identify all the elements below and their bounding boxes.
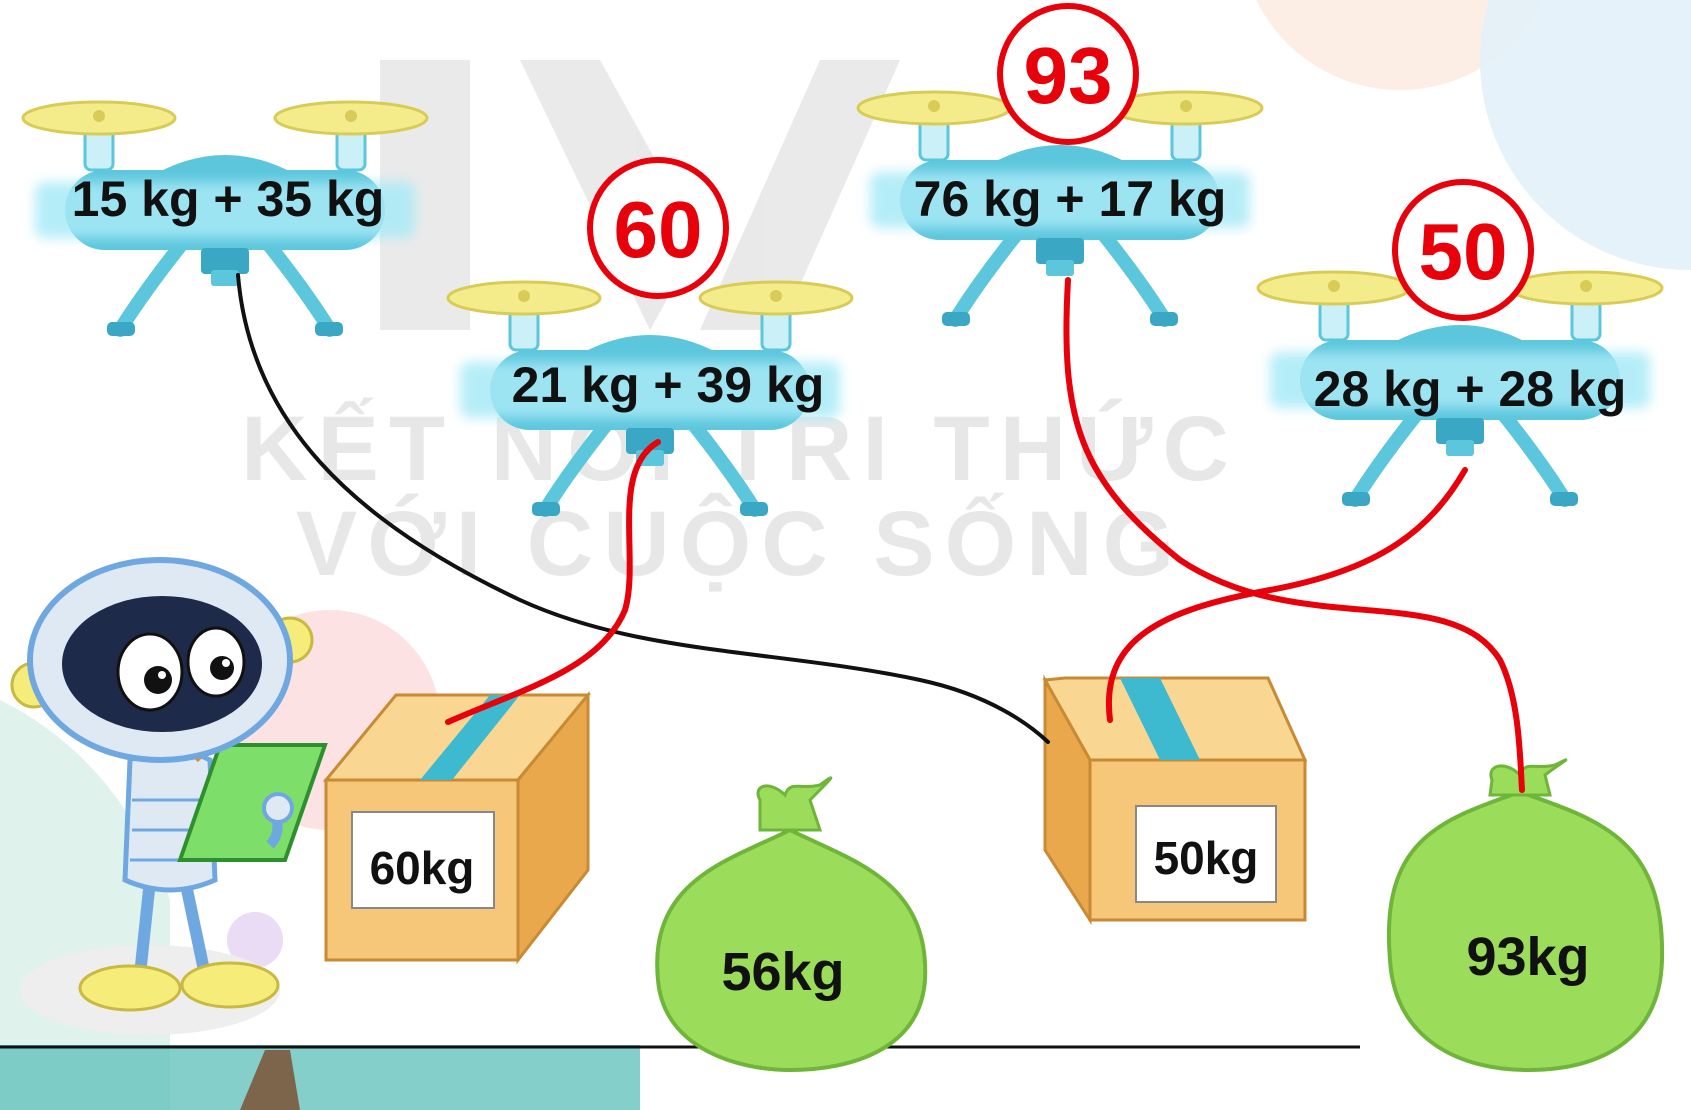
bag-93kg: 93kg [1386,758,1665,1073]
line-drone-3-to-bag-93kg [1063,277,1525,793]
drone-4-expression: 28 kg + 28 kg [1314,361,1627,417]
answer-drone-2: 60 [614,185,703,274]
drone-1: 15 kg + 35 kg [23,102,427,336]
watermark-line2: VỚI CUỘC SỐNG [296,492,1184,595]
answer-circle-drone-4: 50 [1392,179,1534,321]
drone-2-expression: 21 kg + 39 kg [512,357,825,413]
line-drone-4-to-box-50kg [1105,467,1468,723]
robot-mascot [10,557,328,1035]
answer-drone-3: 93 [1024,31,1113,120]
drone-3: 76 kg + 17 kg [858,92,1262,326]
answer-drone-4: 50 [1419,207,1508,296]
bag-93kg-label: 93kg [1466,927,1589,987]
bag-56kg: 56kg [655,776,928,1073]
line-drone-2-to-box-60kg [445,439,661,725]
answer-circle-drone-2: 60 [587,157,729,299]
answer-lines [236,273,1525,793]
line-drone-1-to-box-50kg [236,273,1050,744]
bag-56kg-label: 56kg [721,942,844,1002]
drone-2: 21 kg + 39 kg [448,282,852,516]
watermark: KẾT NỐI TRI THỨC VỚI CUỘC SỐNG [241,60,1229,595]
drone-1-expression: 15 kg + 35 kg [72,171,385,227]
box-60kg: 60kg [322,690,592,965]
drone-3-expression: 76 kg + 17 kg [914,171,1227,227]
answer-circle-drone-3: 93 [997,3,1139,145]
box-50kg-label: 50kg [1154,832,1259,884]
drone-4: 28 kg + 28 kg [1258,272,1662,506]
clipboard-icon [177,743,328,862]
box-60kg-label: 60kg [370,842,475,894]
box-50kg: 50kg [1042,674,1308,926]
